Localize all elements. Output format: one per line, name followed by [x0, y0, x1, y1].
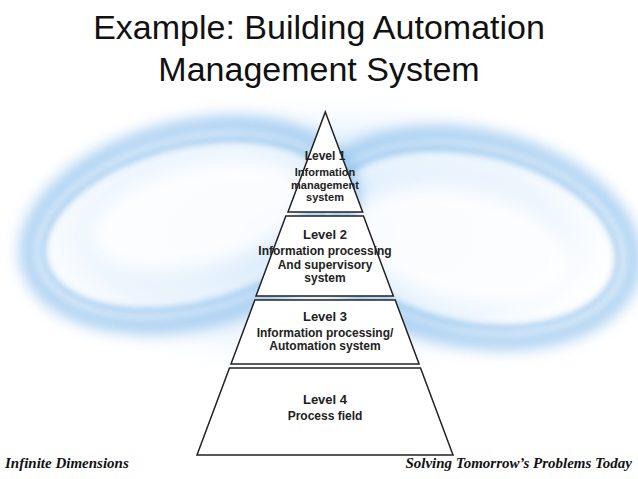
pyramid-level: Level 1 Information management system: [288, 112, 363, 212]
level-heading: Level 3: [303, 310, 347, 325]
band-text-group: Level 4 Process field: [197, 372, 453, 445]
band-text-group: Level 3 Information processing/ Automatio…: [231, 304, 419, 360]
level-description: Information management system: [288, 166, 363, 204]
pyramid-level: Level 3 Information processing/ Automatio…: [231, 300, 419, 364]
band-outline: [288, 112, 363, 212]
level-description: Information processing And supervisory s…: [256, 245, 393, 286]
band-outline: [231, 300, 419, 364]
footer-text: Infinite Dimensions: [5, 455, 129, 472]
level-heading: Level 1: [305, 150, 346, 164]
footer-text: Solving Tomorrow’s Problems Today: [405, 455, 632, 472]
level-description: Process field: [288, 410, 363, 424]
slide-title: Example: Building Automation Management …: [0, 6, 638, 90]
band-text-group: Level 1 Information management system: [288, 146, 363, 208]
level-heading: Level 4: [303, 393, 347, 408]
pyramid-level: Level 4 Process field: [197, 368, 453, 455]
level-description: Information processing/ Automation syste…: [231, 327, 419, 355]
band-outline: [197, 368, 453, 455]
band-text-group: Level 2 Information processing And superv…: [256, 222, 393, 292]
pyramid-level: Level 2 Information processing And superv…: [256, 216, 393, 296]
level-heading: Level 2: [303, 228, 347, 243]
band-outline: [256, 216, 393, 296]
